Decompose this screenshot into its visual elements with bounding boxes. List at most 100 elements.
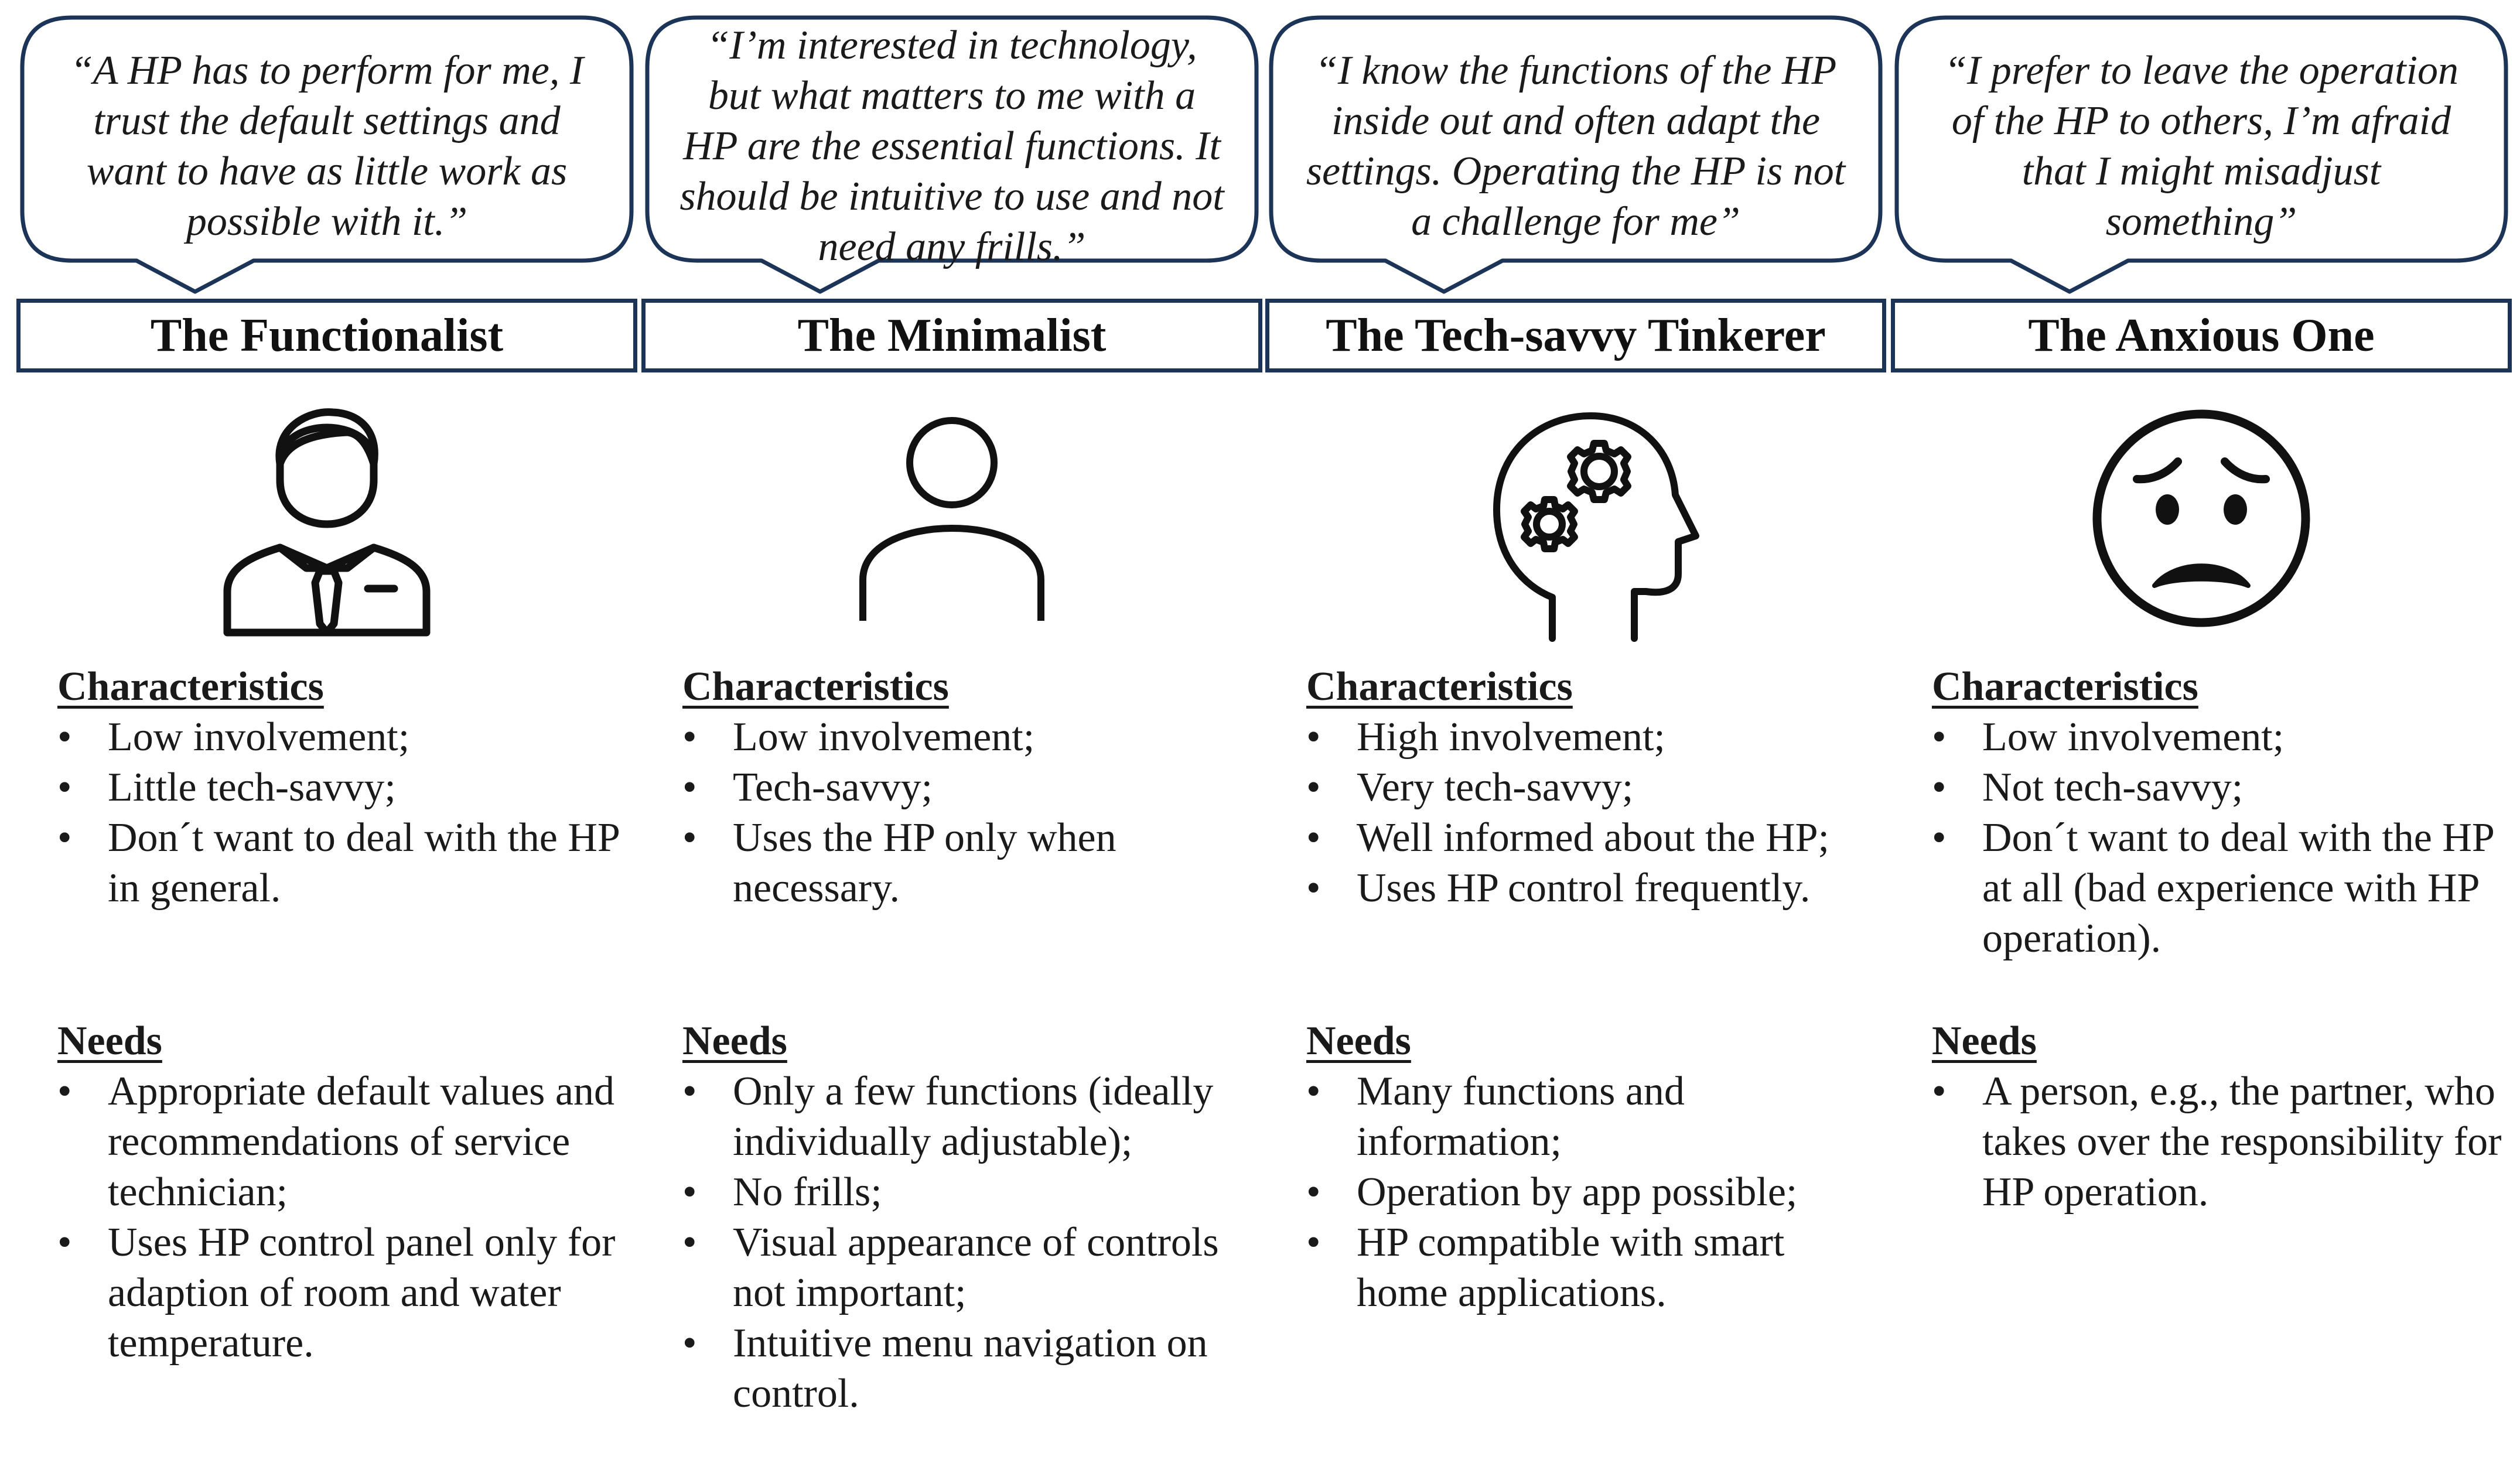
list-item: •Low involvement; — [682, 712, 1256, 763]
bullet-icon: • — [1932, 1069, 1947, 1114]
list-item-text: Tech-savvy; — [733, 765, 933, 810]
bullet-icon: • — [682, 1321, 697, 1366]
head-gears-icon — [1441, 392, 1710, 644]
list-item: • Uses HP control panel only for adaption… — [57, 1218, 631, 1369]
list-item-text: HP compatible with smart home applicatio… — [1357, 1220, 1785, 1315]
bullet-icon: • — [682, 715, 697, 760]
bullet-icon: • — [1932, 815, 1947, 860]
list-item-text: Uses HP control frequently. — [1357, 866, 1811, 911]
persona-quote: “A HP has to perform for me, I trust the… — [70, 48, 584, 244]
bullet-icon: • — [1306, 765, 1321, 810]
list-item: • Appropriate default values and recommen… — [57, 1066, 631, 1218]
list-item-text: Appropriate default values and recommend… — [108, 1069, 614, 1215]
persona-column: “A HP has to perform for me, I trust the… — [16, 0, 637, 1470]
list-item: • Don´t want to deal with the HP at all (… — [1932, 813, 2506, 964]
bullet-icon: • — [682, 765, 697, 810]
needs-list: • A person, e.g., the partner, who takes … — [1932, 1066, 2506, 1218]
bullet-icon: • — [1932, 765, 1947, 810]
needs-heading: Needs — [1932, 1018, 2037, 1064]
persona-column: “I know the functions of the HP inside o… — [1265, 0, 1886, 1470]
speech-bubble — [645, 15, 1259, 294]
list-item-text: Low involvement; — [108, 715, 410, 760]
needs-list: • Appropriate default values and recommen… — [57, 1066, 631, 1369]
list-item-text: Visual appearance of controls not import… — [733, 1220, 1219, 1315]
list-item-text: A person, e.g., the partner, who takes o… — [1982, 1069, 2502, 1215]
list-item: • HP compatible with smart home applicati… — [1306, 1218, 1880, 1318]
list-item-text: Only a few functions (ideally individual… — [733, 1069, 1214, 1164]
list-item-text: High involvement; — [1357, 715, 1665, 760]
bullet-icon: • — [682, 815, 697, 860]
needs-list: • Only a few functions (ideally individua… — [682, 1066, 1256, 1419]
bullet-icon: • — [1306, 715, 1321, 760]
list-item-text: Don´t want to deal with the HP at all (b… — [1982, 815, 2494, 961]
bullet-icon: • — [1306, 866, 1321, 911]
speech-bubble — [20, 15, 634, 294]
list-item: • A person, e.g., the partner, who takes … — [1932, 1066, 2506, 1218]
list-item-text: Very tech-savvy; — [1357, 765, 1634, 810]
needs-heading: Needs — [682, 1018, 787, 1064]
list-item: • No frills; — [682, 1167, 1256, 1218]
persona-quote: “I prefer to leave the operation of the … — [1944, 48, 2459, 244]
characteristics-list: •Low involvement;•Tech-savvy;•Uses the H… — [682, 712, 1256, 914]
characteristics-list: • Low involvement; • Not tech-savvy; • Don´t … — [1932, 712, 2506, 964]
bullet-icon: • — [1306, 1069, 1321, 1114]
list-item-text: Uses the HP only when necessary. — [733, 815, 1116, 911]
list-item: • Operation by app possible; — [1306, 1167, 1880, 1218]
list-item: • High involvement; — [1306, 712, 1880, 763]
bullet-icon: • — [1932, 715, 1947, 760]
persona-name: The Tech-savvy Tinkerer — [1265, 299, 1886, 372]
characteristics-section: Characteristics • Low involvement; • Not tec… — [1932, 662, 2506, 964]
needs-section: Needs • Appropriate default values and rec… — [57, 1016, 631, 1369]
needs-section: Needs • Only a few functions (ideally indi… — [682, 1016, 1256, 1419]
bullet-icon: • — [57, 1220, 72, 1265]
list-item-text: Uses HP control panel only for adaption … — [108, 1220, 616, 1366]
persona-name: The Anxious One — [1891, 299, 2512, 372]
list-item-text: Don´t want to deal with the HP in genera… — [108, 815, 619, 911]
list-item: •Intuitive menu navigation on control. — [682, 1318, 1256, 1419]
list-item: •Visual appearance of controls not impor… — [682, 1218, 1256, 1318]
characteristics-heading: Characteristics — [682, 664, 949, 709]
list-item: • Little tech-savvy; — [57, 763, 631, 813]
list-item: • Very tech-savvy; — [1306, 763, 1880, 813]
bullet-icon: • — [1306, 815, 1321, 860]
bullet-icon: • — [682, 1069, 697, 1114]
needs-section: Needs • A person, e.g., the partner, who t… — [1932, 1016, 2506, 1218]
worried-face-icon — [2067, 392, 2336, 644]
list-item: • Low involvement; — [1932, 712, 2506, 763]
characteristics-section: Characteristics • Low involvement; • Little … — [57, 662, 631, 914]
bullet-icon: • — [57, 765, 72, 810]
bullet-icon: • — [57, 715, 72, 760]
persona-name: The Functionalist — [16, 299, 637, 372]
needs-heading: Needs — [1306, 1018, 1411, 1064]
characteristics-list: • Low involvement; • Little tech-savvy; • Don… — [57, 712, 631, 914]
list-item: • Not tech-savvy; — [1932, 763, 2506, 813]
bullet-icon: • — [57, 815, 72, 860]
characteristics-heading: Characteristics — [1306, 664, 1573, 709]
bullet-icon: • — [1306, 1170, 1321, 1215]
bullet-icon: • — [1306, 1220, 1321, 1265]
businessman-icon — [192, 392, 462, 644]
persona-column: “I prefer to leave the operation of the … — [1891, 0, 2512, 1470]
needs-list: • Many functions and information; • Operati… — [1306, 1066, 1880, 1318]
list-item-text: Operation by app possible; — [1357, 1170, 1798, 1215]
list-item-text: Low involvement; — [1982, 715, 2285, 760]
list-item-text: Many functions and information; — [1357, 1069, 1685, 1164]
list-item: • Many functions and information; — [1306, 1066, 1880, 1167]
needs-heading: Needs — [57, 1018, 162, 1064]
bullet-icon: • — [682, 1170, 697, 1215]
list-item-text: Well informed about the HP; — [1357, 815, 1829, 860]
list-item: • Uses the HP only when necessary. — [682, 813, 1256, 914]
list-item-text: No frills; — [733, 1170, 882, 1215]
persona-name: The Minimalist — [641, 299, 1262, 372]
characteristics-list: • High involvement; • Very tech-savvy; • Well… — [1306, 712, 1880, 914]
persona-quote: “I’m interested in technology, but what … — [679, 23, 1224, 269]
list-item: • Only a few functions (ideally individua… — [682, 1066, 1256, 1167]
characteristics-heading: Characteristics — [57, 664, 324, 709]
list-item: • Don´t want to deal with the HP in gener… — [57, 813, 631, 914]
characteristics-heading: Characteristics — [1932, 664, 2198, 709]
list-item-text: Not tech-savvy; — [1982, 765, 2244, 810]
list-item-text: Little tech-savvy; — [108, 765, 396, 810]
list-item: • Low involvement; — [57, 712, 631, 763]
speech-bubble — [1269, 15, 1883, 294]
bullet-icon: • — [57, 1069, 72, 1114]
